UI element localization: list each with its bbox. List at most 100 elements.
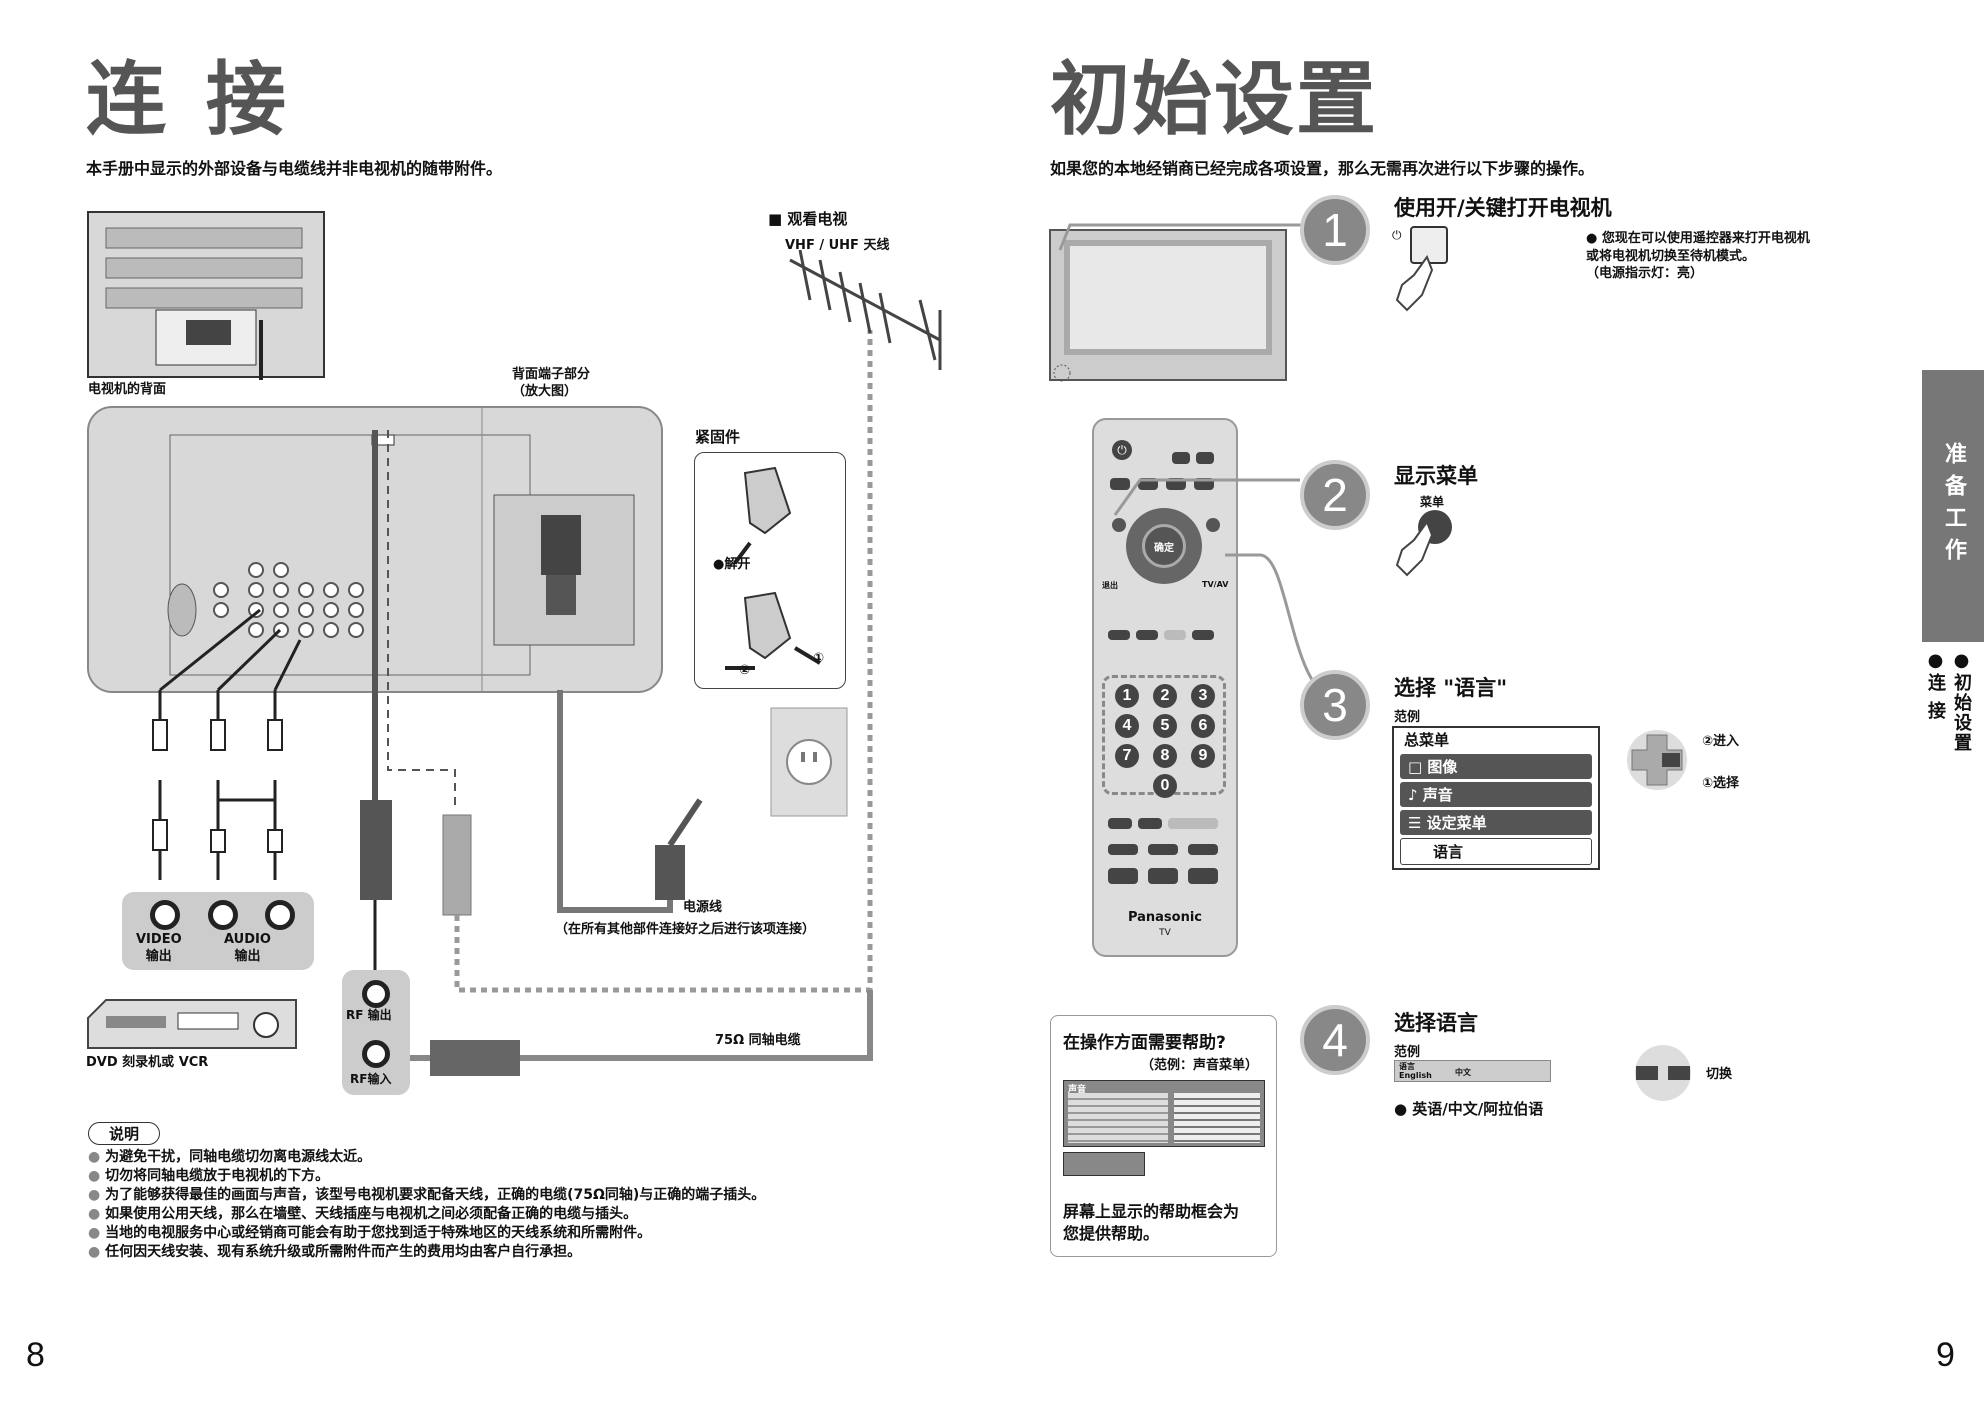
nav-select-label: ①选择 (1702, 776, 1740, 791)
tv-back-label: 电视机的背面 (88, 382, 167, 397)
right-page-title: 初始设置 (1050, 53, 1378, 146)
menu-item-picture[interactable]: □ 图像 (1400, 754, 1592, 779)
language-option-chinese: 中文 (1455, 1068, 1471, 1077)
step3-title: 选择 "语言" (1394, 676, 1508, 700)
step-number: 3 (1300, 670, 1370, 740)
av-output-panel: VIDEO 输出 AUDIO 输出 (122, 892, 314, 970)
remote-control: ⏻ 确定 退出 TV/AV 1 2 3 4 5 6 7 8 9 0 Pana (1092, 418, 1238, 957)
number-key-9[interactable]: 9 (1191, 744, 1215, 768)
tvav-label: TV/AV (1202, 580, 1229, 589)
menu-item-sound[interactable]: ♪ 声音 (1400, 782, 1592, 807)
rear-terminal-panel (87, 406, 663, 693)
remote-key[interactable] (1166, 478, 1186, 490)
remote-key[interactable] (1148, 868, 1178, 884)
nav-enter-label: ②进入 (1702, 734, 1740, 749)
wall-outlet-icon (770, 707, 848, 817)
step3-example-label: 范例 (1394, 710, 1421, 725)
menu-key-label: 菜单 (1420, 495, 1445, 509)
hand-pointer-icon (1395, 520, 1434, 577)
help-screen-title: 声音 (1068, 1085, 1087, 1095)
back-label: 退出 (1102, 581, 1118, 590)
section-tab: 准备工作 (1922, 370, 1984, 642)
number-key-7[interactable]: 7 (1115, 744, 1139, 768)
rf-in-socket (362, 1040, 390, 1068)
power-icon: ⏻ (1392, 228, 1402, 242)
remote-key[interactable] (1108, 630, 1130, 640)
number-key-8[interactable]: 8 (1153, 744, 1177, 768)
remote-key[interactable] (1168, 818, 1218, 829)
rear-terminal-label: 背面端子部分 （放大图） (512, 367, 591, 399)
help-popup-example (1063, 1152, 1145, 1176)
coax-label: 75Ω 同轴电缆 (715, 1033, 801, 1048)
main-menu-example: 总菜单 □ 图像 ♪ 声音 ☰ 设定菜单 语言 (1392, 726, 1600, 870)
antenna-label: VHF / UHF 天线 (785, 238, 890, 253)
step-number: 1 (1300, 195, 1370, 265)
number-key-2[interactable]: 2 (1153, 684, 1177, 708)
language-options: ● 英语/中文/阿拉伯语 (1394, 1100, 1544, 1118)
step-number: 2 (1300, 460, 1370, 530)
step2-title: 显示菜单 (1394, 464, 1478, 488)
menu-item-language[interactable]: 语言 (1400, 838, 1592, 865)
step1-desc: ● 您现在可以使用遥控器来打开电视机 或将电视机切换至待机模式。 （电源指示灯：… (1586, 231, 1810, 282)
notes-list: 为避免干扰，同轴电缆切勿离电源线太近。 切勿将同轴电缆放于电视机的下方。 为了能… (88, 1148, 908, 1262)
help-screen-rows (1068, 1093, 1168, 1143)
power-cord-label: 电源线 (683, 900, 723, 915)
help-title: 在操作方面需要帮助? (1063, 1033, 1226, 1053)
audio-out-label: AUDIO 输出 (224, 932, 271, 964)
remote-key[interactable] (1138, 478, 1158, 490)
remote-key[interactable] (1110, 478, 1130, 490)
step1-title: 使用开/关键打开电视机 (1394, 196, 1612, 220)
number-key-4[interactable]: 4 (1115, 714, 1139, 738)
remote-key[interactable] (1108, 818, 1132, 829)
remote-key[interactable] (1192, 630, 1214, 640)
language-option-english: English (1399, 1071, 1432, 1080)
remote-key[interactable] (1108, 868, 1138, 884)
number-key-5[interactable]: 5 (1153, 714, 1177, 738)
audio-socket-r (265, 900, 295, 930)
rf-out-socket (362, 980, 390, 1008)
left-intro: 本手册中显示的外部设备与电缆线并非电视机的随带附件。 (86, 159, 503, 178)
number-key-6[interactable]: 6 (1191, 714, 1215, 738)
number-key-1[interactable]: 1 (1115, 684, 1139, 708)
help-caption: 屏幕上显示的帮助框会为 您提供帮助。 (1063, 1202, 1240, 1243)
number-key-0[interactable]: 0 (1153, 774, 1177, 798)
step4-title: 选择语言 (1394, 1011, 1478, 1035)
remote-key[interactable] (1206, 518, 1220, 532)
remote-key[interactable] (1164, 630, 1186, 640)
ok-button[interactable]: 确定 (1142, 524, 1186, 568)
remote-key[interactable] (1138, 818, 1162, 829)
release-label: ●解开 (713, 557, 751, 572)
note-item: 任何因天线安装、现有系统升级或所需附件而产生的费用均由客户自行承担。 (88, 1243, 908, 1262)
step-number: 4 (1300, 1005, 1370, 1075)
fastener-label: 紧固件 (695, 428, 741, 446)
side-label-setup: ●初始设置 (1951, 650, 1972, 753)
remote-key[interactable] (1108, 844, 1138, 855)
video-out-label: VIDEO 输出 (136, 932, 182, 964)
menu-item-setup[interactable]: ☰ 设定菜单 (1400, 810, 1592, 835)
note-item: 切勿将同轴电缆放于电视机的下方。 (88, 1167, 908, 1186)
side-label-connect: ●连 接 (1925, 650, 1946, 722)
remote-key[interactable] (1188, 844, 1218, 855)
note-item: 为避免干扰，同轴电缆切勿离电源线太近。 (88, 1148, 908, 1167)
rf-out-label: RF 输出 (346, 1008, 392, 1022)
fastener-icon (725, 466, 822, 670)
number-key-3[interactable]: 3 (1191, 684, 1215, 708)
power-button[interactable]: ⏻ (1112, 440, 1132, 460)
remote-key[interactable] (1188, 868, 1218, 884)
audio-socket-l (208, 900, 238, 930)
remote-brand: Panasonic (1127, 910, 1203, 925)
dpad[interactable]: 确定 (1126, 508, 1202, 584)
rf-panel: RF 输出 RF输入 (342, 970, 410, 1095)
device-label: DVD 刻录机或 VCR (86, 1055, 209, 1070)
step4-example-label: 范例 (1394, 1045, 1421, 1060)
remote-key[interactable] (1194, 478, 1214, 490)
remote-key[interactable] (1196, 452, 1214, 464)
menu-button[interactable] (1112, 518, 1126, 532)
remote-key[interactable] (1172, 452, 1190, 464)
help-screen-example: 声音 (1063, 1080, 1265, 1147)
remote-key[interactable] (1136, 630, 1158, 640)
power-cord-note: （在所有其他部件连接好之后进行该项连接） (555, 922, 816, 937)
remote-key[interactable] (1148, 844, 1178, 855)
page-number-right: 9 (1936, 1336, 1955, 1374)
note-item: 如果使用公用天线，那么在墙壁、天线插座与电视机之间必须配备正确的电缆与插头。 (88, 1205, 908, 1224)
